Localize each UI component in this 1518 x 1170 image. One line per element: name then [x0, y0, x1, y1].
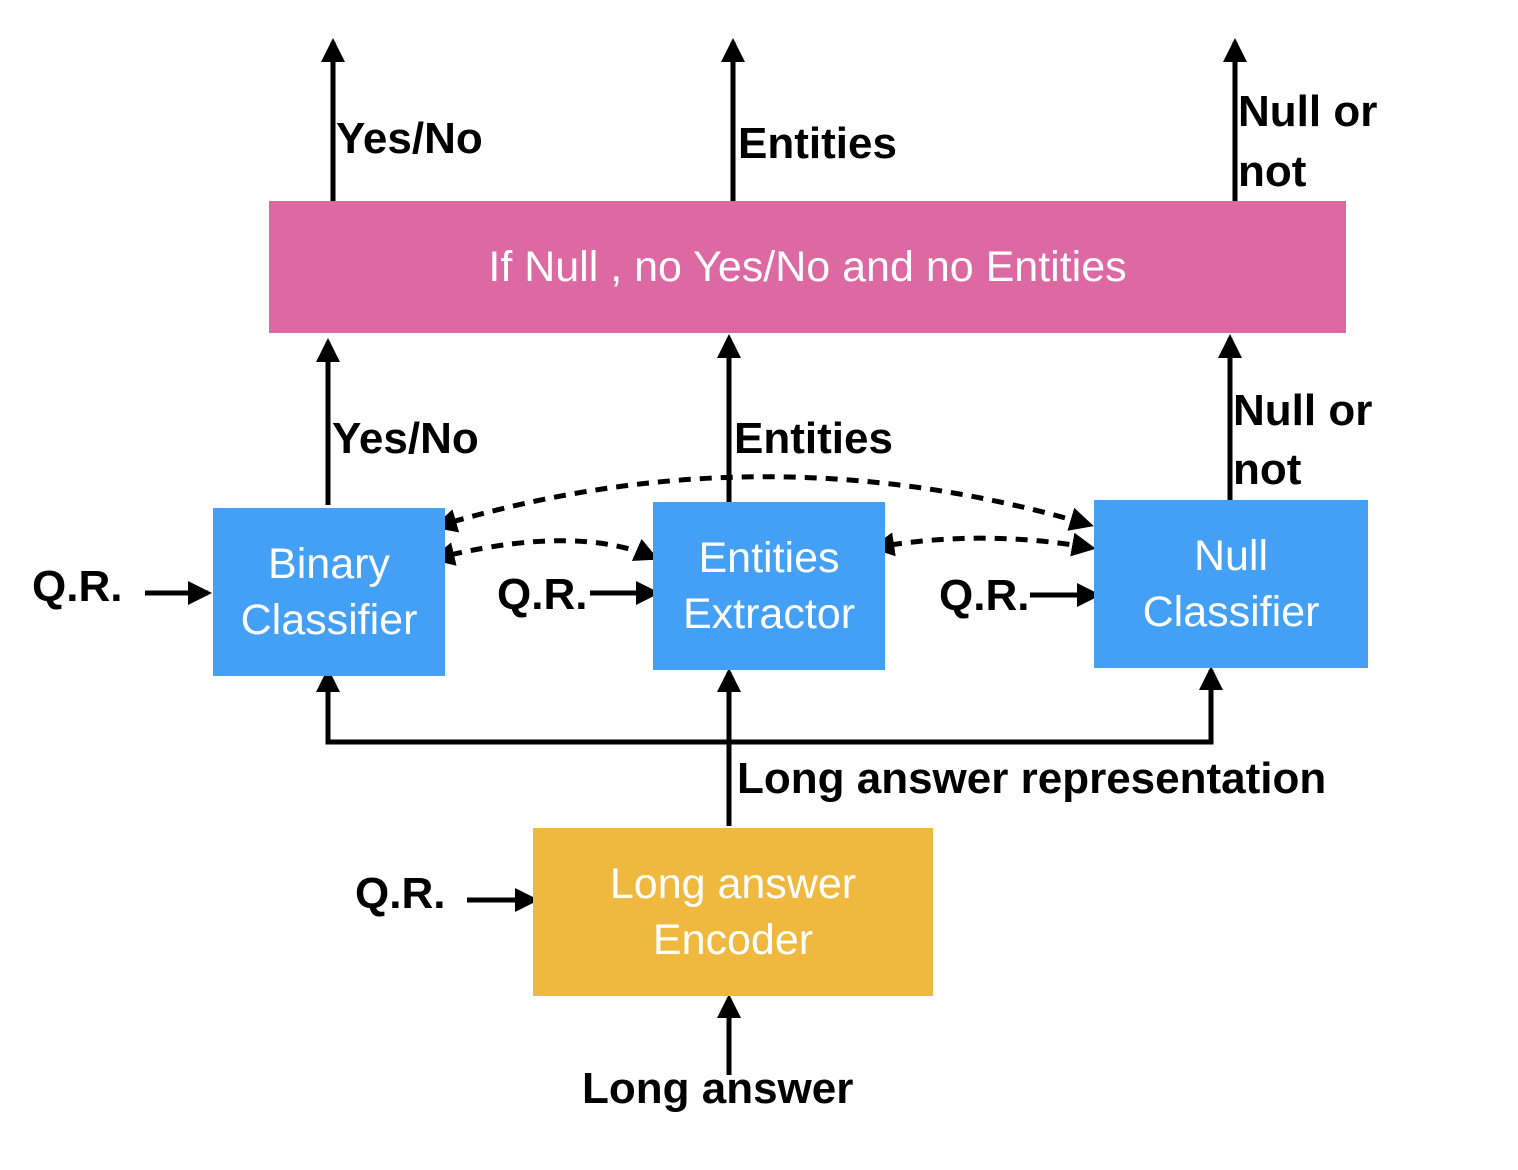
- long-answer-representation-label: Long answer representation: [737, 754, 1327, 803]
- top-yesno-label: Yes/No: [336, 114, 483, 163]
- qr-label-binary: Q.R.: [32, 562, 123, 611]
- encoder-label-2: Encoder: [652, 916, 814, 964]
- dashed-arrow-binary-null: [432, 474, 1094, 533]
- gate-box-label: If Null , no Yes/No and no Entities: [488, 243, 1127, 291]
- binary-classifier-box: Binary Classifier: [213, 508, 445, 676]
- mid-yesno-label: Yes/No: [332, 414, 479, 463]
- entities-extractor-box: Entities Extractor: [653, 502, 885, 670]
- dashed-arrow-entities-null: [870, 532, 1096, 557]
- qr-label-null: Q.R.: [939, 571, 1030, 620]
- qr-label-encoder: Q.R.: [355, 869, 446, 918]
- entities-extractor-label-1: Entities: [698, 534, 840, 582]
- binary-classifier-label-1: Binary: [268, 540, 390, 588]
- representation-bus: [325, 672, 1214, 745]
- mid-null-label-2: not: [1233, 445, 1302, 494]
- long-answer-encoder-box: Long answer Encoder: [533, 828, 933, 996]
- qr-label-entities: Q.R.: [497, 570, 588, 619]
- top-entities-label: Entities: [738, 119, 897, 168]
- mid-entities-label: Entities: [734, 414, 893, 463]
- null-classifier-label-2: Classifier: [1142, 588, 1320, 636]
- top-null-label-1: Null or: [1238, 87, 1378, 136]
- long-answer-label: Long answer: [582, 1064, 854, 1113]
- encoder-label-1: Long answer: [609, 860, 857, 908]
- binary-classifier-label-2: Classifier: [240, 596, 418, 644]
- null-classifier-box: Null Classifier: [1094, 500, 1368, 668]
- top-null-label-2: not: [1238, 147, 1307, 196]
- dashed-arrow-binary-entities: [430, 538, 659, 566]
- mid-null-label-1: Null or: [1233, 386, 1373, 435]
- entities-extractor-label-2: Extractor: [682, 590, 856, 638]
- null-classifier-label-1: Null: [1193, 532, 1269, 580]
- gate-box: If Null , no Yes/No and no Entities: [269, 201, 1346, 333]
